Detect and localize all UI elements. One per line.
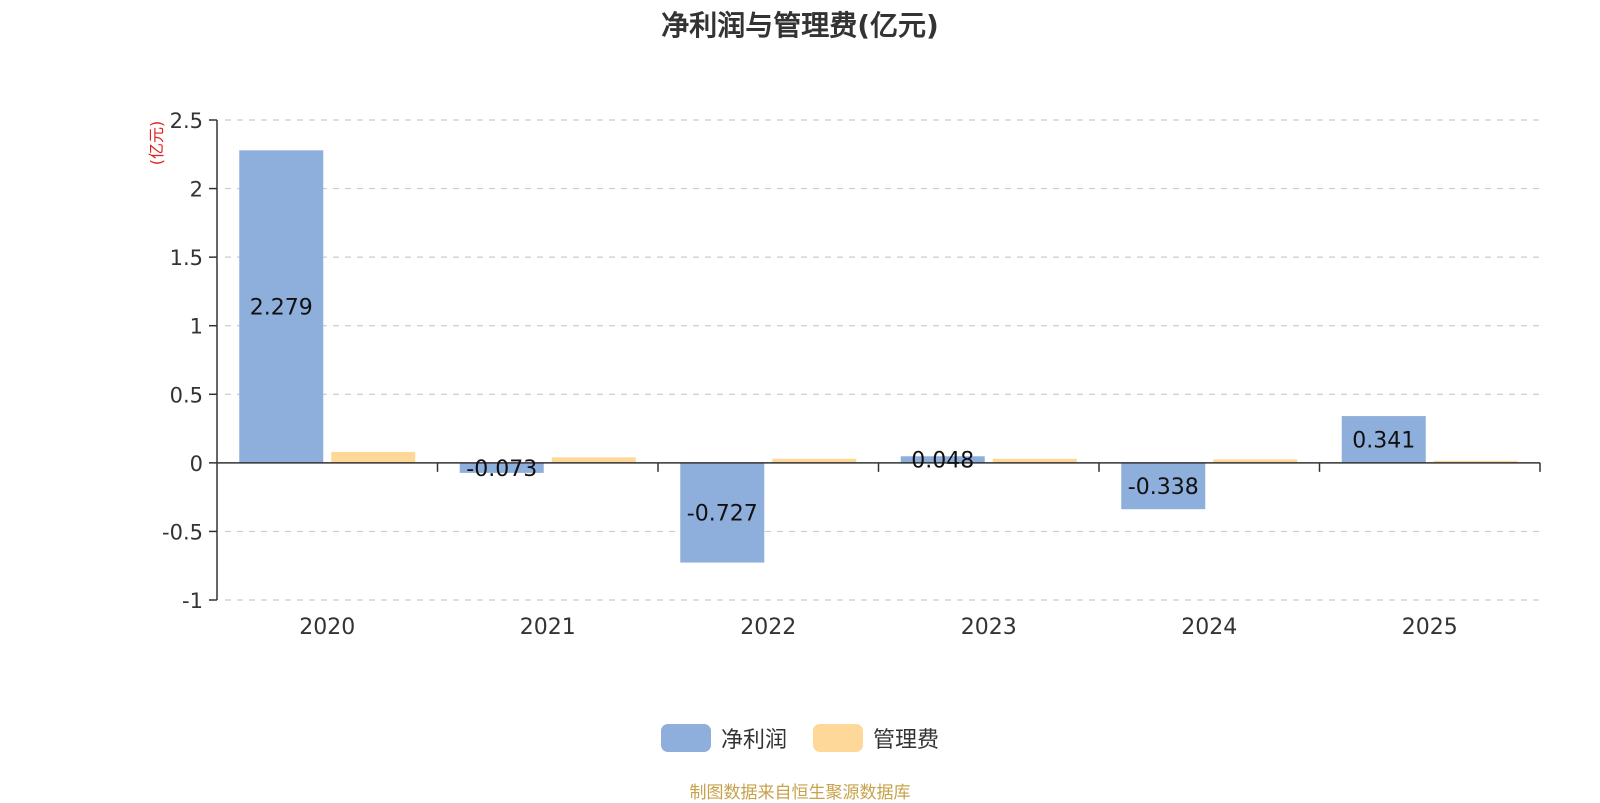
bars bbox=[239, 150, 1518, 563]
legend: 净利润 管理费 bbox=[0, 722, 1600, 754]
data-label: -0.338 bbox=[1128, 475, 1199, 500]
grid-lines bbox=[225, 119, 1540, 601]
bar-admin-expense bbox=[551, 457, 636, 463]
data-label: -0.073 bbox=[466, 457, 537, 482]
legend-label-net-profit: 净利润 bbox=[720, 728, 787, 753]
x-tick-label: 2021 bbox=[520, 615, 576, 640]
legend-item-net-profit[interactable]: 净利润 bbox=[660, 722, 787, 754]
x-tick-label: 2020 bbox=[299, 615, 355, 640]
y-tick-label: 2 bbox=[190, 178, 203, 202]
bar-net-profit bbox=[1341, 416, 1426, 463]
y-tick-label: 1.5 bbox=[170, 246, 203, 270]
data-label: 2.279 bbox=[250, 296, 313, 321]
legend-swatch-admin-expense bbox=[813, 724, 863, 752]
legend-label-admin-expense: 管理费 bbox=[873, 728, 940, 753]
bar-net-profit bbox=[900, 456, 985, 463]
y-tick-label: 2.5 bbox=[170, 109, 203, 133]
legend-swatch-net-profit bbox=[660, 724, 711, 752]
bar-net-profit bbox=[239, 150, 324, 463]
bar-net-profit bbox=[680, 462, 765, 563]
data-labels: 2.279 -0.073 -0.727 0.048 -0.338 0.341 bbox=[250, 296, 1415, 527]
x-tick-label: 2023 bbox=[961, 615, 1017, 640]
y-tick-label: 1 bbox=[190, 315, 203, 339]
bar-admin-expense bbox=[992, 458, 1077, 463]
chart-title: 净利润与管理费(亿元) bbox=[661, 9, 939, 42]
data-label: -0.727 bbox=[687, 502, 758, 527]
y-tick-label: 0.5 bbox=[170, 383, 203, 407]
data-label: 0.048 bbox=[911, 449, 974, 474]
x-tick-label: 2022 bbox=[740, 615, 796, 640]
y-tick-label: -0.5 bbox=[162, 520, 203, 544]
data-label: 0.341 bbox=[1352, 428, 1415, 453]
y-tick-label: -1 bbox=[182, 589, 203, 613]
x-tick-label: 2024 bbox=[1181, 615, 1237, 640]
bar-admin-expense bbox=[331, 451, 416, 463]
x-tick-label: 2025 bbox=[1402, 615, 1458, 640]
bar-admin-expense bbox=[1433, 460, 1518, 463]
source-note: 制图数据来自恒生聚源数据库 bbox=[689, 783, 911, 803]
y-axis-label: (亿元) bbox=[147, 121, 166, 166]
bar-net-profit bbox=[1121, 462, 1206, 510]
axes: 2.5 2 1.5 1 0.5 0 -0.5 -1 2020 2021 2022 2023 2024 20… bbox=[162, 109, 1541, 640]
bar-admin-expense bbox=[1213, 459, 1298, 463]
y-tick-label: 0 bbox=[190, 452, 203, 476]
bar-net-profit bbox=[459, 462, 544, 473]
bar-admin-expense bbox=[772, 458, 857, 463]
legend-item-admin-expense[interactable]: 管理费 bbox=[813, 722, 939, 754]
